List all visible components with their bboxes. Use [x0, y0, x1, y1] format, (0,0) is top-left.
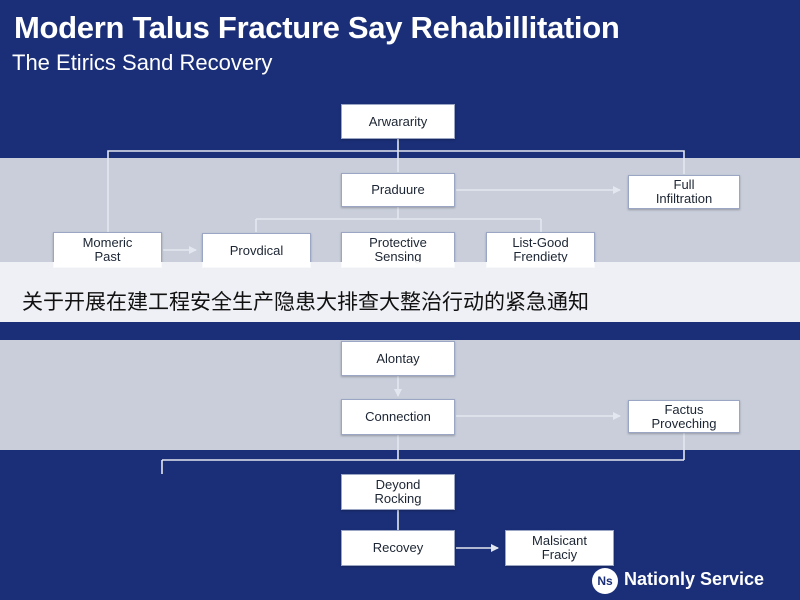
node-deyond-rocking: Deyond Rocking [341, 474, 455, 510]
node-alontay: Alontay [341, 341, 455, 376]
node-malsicant-fraciy: Malsicant Fraciy [505, 530, 614, 566]
node-full-infiltration: Full Infiltration [628, 175, 740, 209]
connector-lower-frame [161, 433, 685, 474]
node-awararity: Arwararity [341, 104, 455, 139]
node-connection: Connection [341, 399, 455, 435]
ns-logo-icon: Ns [592, 568, 618, 594]
brand-name: Nationly Service [624, 569, 765, 589]
notice-banner-text: 关于开展在建工程安全生产隐患大排查大整治行动的紧急通知 [22, 290, 589, 314]
connector-top-frame [107, 150, 685, 232]
page-title: Modern Talus Fracture Say Rehabillitatio… [14, 10, 620, 45]
node-praduure: Praduure [341, 173, 455, 207]
connector-praduure-branch [255, 207, 542, 232]
node-recovery: Recovey [341, 530, 455, 566]
page-subtitle: The Etirics Sand Recovery [12, 50, 273, 75]
notice-banner [0, 262, 800, 322]
node-factus-proveching: Factus Proveching [628, 400, 740, 433]
